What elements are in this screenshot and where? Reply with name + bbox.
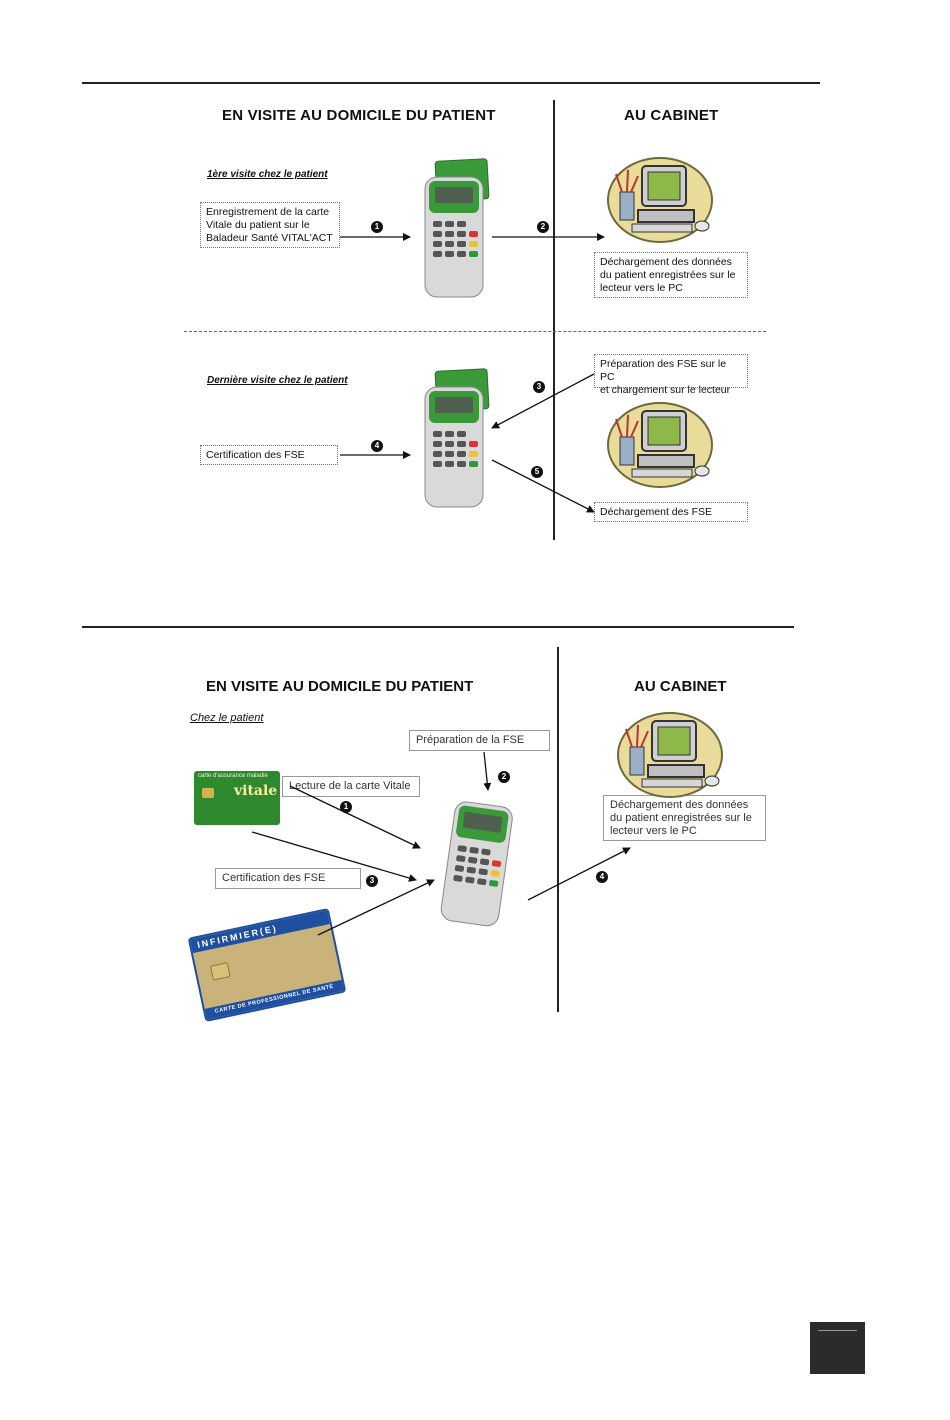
d1-box-preparation-line2: et chargement sur le lecteur — [600, 384, 731, 396]
d1-arrow-5 — [491, 459, 595, 513]
d2-box-certification: Certification des FSE — [215, 868, 361, 889]
d1-box-preparation-line1: Préparation des FSE sur le PC — [600, 358, 727, 383]
d2-right-title: AU CABINET — [634, 678, 727, 695]
vitale-card: carte d'assurance maladie vitale — [194, 771, 280, 825]
d2-arrow-1 — [289, 785, 421, 849]
d2-divider — [557, 647, 559, 1012]
d2-box-dechargement: Déchargement des données du patient enre… — [603, 795, 766, 841]
d1-visit2-label: Dernière visite chez le patient — [207, 375, 348, 386]
d1-step-5: 5 — [531, 466, 543, 478]
d2-box-lecture: Lecture de la carte Vitale — [282, 776, 420, 797]
d1-box-enregistrement-line3: Baladeur Santé VITAL'ACT — [206, 232, 333, 244]
d1-section-separator — [184, 331, 766, 332]
top-rule — [82, 82, 820, 84]
d2-arrow-3 — [317, 879, 435, 936]
d2-arrow-preparation — [483, 751, 492, 791]
d1-box-enregistrement: Enregistrement de la carte Vitale du pat… — [200, 202, 340, 248]
middle-rule — [82, 626, 794, 628]
d2-step-3: 3 — [366, 875, 378, 887]
d2-visit-label: Chez le patient — [190, 712, 264, 724]
d2-box-dechargement-line1: Déchargement des données — [610, 799, 749, 811]
d1-step-3: 3 — [533, 381, 545, 393]
d1-box-enregistrement-line1: Enregistrement de la carte — [206, 206, 330, 218]
d1-box-dechargement-line2: du patient enregistrées sur le — [600, 269, 736, 281]
vitale-card-brand: vitale — [234, 783, 278, 799]
d1-box-preparation: Préparation des FSE sur le PC et chargem… — [594, 354, 748, 396]
d1-box-dechargement-line3: lecteur vers le PC — [600, 282, 683, 294]
d1-box-dechargement-donnees: Déchargement des données du patient enre… — [594, 252, 748, 298]
d1-reader-1 — [424, 176, 484, 298]
d1-box-dechargement-line1: Déchargement des données — [600, 256, 732, 268]
d2-box-preparation: Préparation de la FSE — [409, 730, 550, 751]
vitale-card-chip — [202, 788, 214, 798]
d2-box-dechargement-line2: du patient enregistrées sur le — [610, 812, 752, 824]
d2-left-title: EN VISITE AU DOMICILE DU PATIENT — [206, 678, 474, 695]
d2-reader — [439, 799, 515, 928]
d1-step-2: 2 — [537, 221, 549, 233]
page-number-box — [810, 1322, 865, 1374]
vitale-card-header: carte d'assurance maladie — [198, 773, 268, 779]
d2-arrow-4 — [527, 847, 631, 901]
d2-box-dechargement-line3: lecteur vers le PC — [610, 825, 697, 837]
d2-step-1: 1 — [340, 801, 352, 813]
d2-computer — [617, 712, 723, 798]
d2-arrow-vitale — [251, 831, 417, 882]
d1-computer-2 — [607, 402, 713, 488]
d1-reader-2 — [424, 386, 484, 508]
d2-step-4: 4 — [596, 871, 608, 883]
d2-step-2: 2 — [498, 771, 510, 783]
d1-step-4: 4 — [371, 440, 383, 452]
d1-box-certification: Certification des FSE — [200, 445, 338, 465]
d1-computer-1 — [607, 157, 713, 243]
d1-left-title: EN VISITE AU DOMICILE DU PATIENT — [222, 107, 496, 124]
d1-right-title: AU CABINET — [624, 107, 719, 124]
page-number-rule — [818, 1330, 857, 1331]
d1-arrow-3 — [491, 373, 595, 429]
d1-box-enregistrement-line2: Vitale du patient sur le — [206, 219, 310, 231]
d1-divider — [553, 100, 555, 540]
d1-step-1: 1 — [371, 221, 383, 233]
d1-visit1-label: 1ère visite chez le patient — [207, 169, 328, 180]
